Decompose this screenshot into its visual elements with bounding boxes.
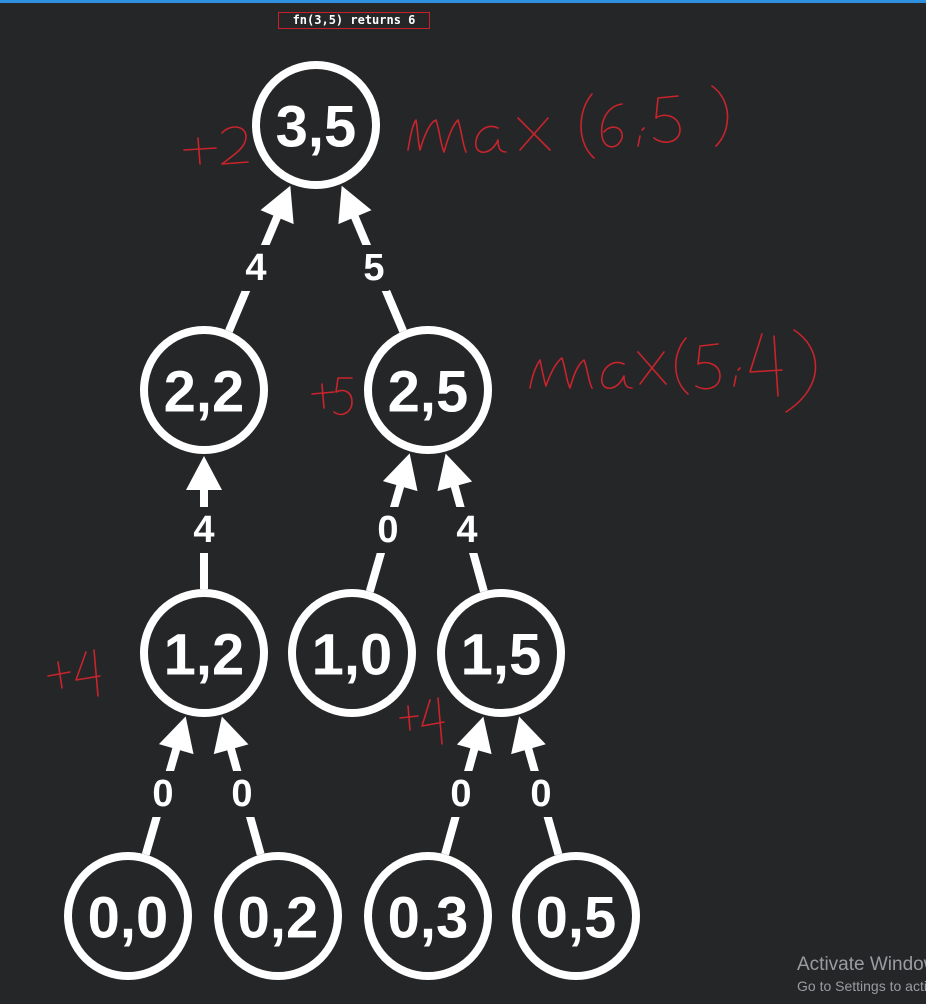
node-circle: [140, 326, 268, 454]
edge-n22-n35: 4: [225, 185, 294, 333]
node-label: 1,0: [312, 623, 393, 688]
arrow-head-icon: [158, 716, 194, 755]
edge-n15-n25: 4: [437, 453, 488, 593]
arrow-head-icon: [382, 453, 418, 492]
tree-node-n35: 3,5: [252, 61, 380, 189]
arrow-head-icon: [186, 456, 222, 490]
tree-node-n03: 0,3: [364, 852, 492, 980]
node-label: 2,5: [388, 360, 469, 425]
edge-label: 4: [245, 247, 266, 289]
edge-label: 0: [231, 773, 252, 815]
arrow-head-icon: [456, 716, 492, 755]
annotation-right-mid-value: [311, 377, 353, 416]
handwritten-annotations: [47, 85, 817, 745]
edge-label: 4: [456, 509, 477, 551]
edge-label-background: [450, 507, 484, 553]
top-accent-bar: [0, 0, 926, 3]
tree-node-n00: 0,0: [64, 852, 192, 980]
node-label: 2,2: [164, 360, 245, 425]
node-circle: [512, 852, 640, 980]
edge-label-background: [444, 771, 478, 817]
edge-label-background: [357, 245, 391, 291]
edge-label: 0: [377, 509, 398, 551]
edge-n00-n12: 0: [141, 716, 194, 856]
edge-label-background: [225, 771, 259, 817]
node-label: 0,0: [88, 886, 169, 951]
node-circle: [364, 852, 492, 980]
tree-node-n10: 1,0: [288, 589, 416, 717]
edge-label: 0: [530, 773, 551, 815]
nodes-layer: 3,5 2,2 2,5 1,2 1,0 1,5 0,0 0,2 0,3 0,5: [64, 61, 640, 980]
edge-n05-n15: 0: [511, 716, 563, 856]
node-circle: [288, 589, 416, 717]
node-label: 0,2: [238, 886, 319, 951]
node-label: 0,3: [388, 886, 469, 951]
node-circle: [364, 326, 492, 454]
arrow-head-icon: [437, 453, 473, 492]
annotation-right-mid-max: [529, 329, 817, 413]
edge-n03-n15: 0: [441, 716, 492, 856]
tree-node-n05: 0,5: [512, 852, 640, 980]
watermark-subtitle: Go to Settings to activate Windows.: [797, 978, 926, 994]
arrow-head-icon: [511, 716, 546, 755]
tree-node-n12: 1,2: [140, 589, 268, 717]
node-circle: [64, 852, 192, 980]
tree-node-n02: 0,2: [214, 852, 342, 980]
node-label: 0,5: [536, 886, 617, 951]
node-label: 3,5: [276, 95, 357, 160]
annotation-right-low-value: [399, 697, 445, 745]
edge-label-background: [146, 771, 180, 817]
edge-label-background: [524, 771, 558, 817]
tree-node-n22: 2,2: [140, 326, 268, 454]
node-circle: [140, 589, 268, 717]
edge-label-background: [239, 245, 273, 291]
tree-node-n15: 1,5: [437, 589, 565, 717]
edge-n25-n35: 5: [338, 185, 407, 333]
edge-n02-n12: 0: [213, 716, 265, 856]
edge-label: 5: [363, 247, 384, 289]
node-circle: [214, 852, 342, 980]
activation-watermark: Activate Windows Go to Settings to activ…: [797, 954, 926, 996]
node-label: 1,5: [461, 623, 542, 688]
edge-label: 4: [193, 509, 214, 551]
arrow-head-icon: [260, 185, 294, 225]
annotation-root-value: [183, 126, 249, 165]
node-label: 1,2: [164, 623, 245, 688]
edge-label: 0: [450, 773, 471, 815]
edge-n12-n22: 4: [186, 456, 222, 589]
annotation-root-max: [407, 85, 729, 159]
result-caption: fn(3,5) returns 6: [278, 12, 430, 29]
edge-label: 0: [152, 773, 173, 815]
tree-node-n25: 2,5: [364, 326, 492, 454]
edge-n10-n25: 0: [365, 453, 418, 593]
node-circle: [252, 61, 380, 189]
node-circle: [437, 589, 565, 717]
edges-layer: 4 5 4 0 4 0 0 0 0: [141, 185, 563, 856]
arrow-head-icon: [213, 716, 249, 755]
edge-label-background: [371, 507, 405, 553]
annotation-left-low-value: [47, 649, 101, 697]
arrow-head-icon: [338, 185, 372, 225]
edge-label-background: [187, 507, 221, 553]
watermark-title: Activate Windows: [797, 954, 926, 975]
